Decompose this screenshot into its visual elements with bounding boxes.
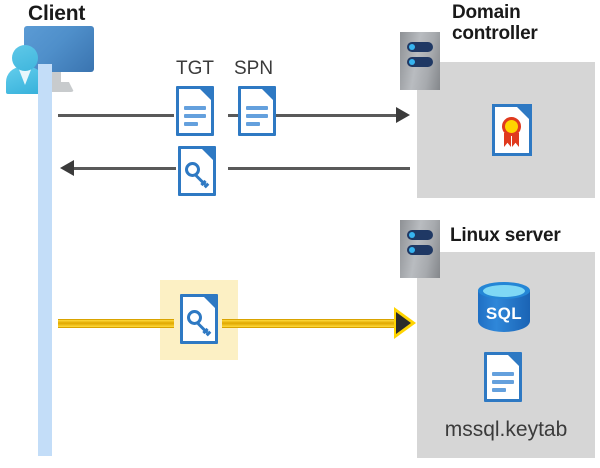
domain-controller-server-icon (400, 32, 440, 90)
server-led-top (407, 230, 433, 240)
key-glyph (185, 162, 210, 189)
certificate-document-icon (492, 104, 532, 156)
response-line-left-segment (74, 167, 176, 170)
database-cylinder-top (478, 282, 530, 299)
keytab-document-icon (484, 352, 522, 402)
database-cylinder-top-inner (483, 285, 525, 297)
linux-server-title: Linux server (450, 225, 561, 246)
certificate-ribbon-left (504, 133, 511, 147)
client-title: Client (28, 2, 86, 25)
service-ticket-document-icon (178, 146, 216, 196)
client-workstation-icon (6, 26, 94, 94)
keytab-document-lines (492, 372, 514, 396)
request-line-right-segment (228, 114, 398, 117)
request-line-left-segment (58, 114, 174, 117)
monitor-neck (50, 72, 61, 83)
linux-server-icon (400, 220, 440, 278)
request-arrowhead (396, 107, 410, 123)
sql-database-icon: SQL (478, 282, 530, 338)
certificate-seal (502, 117, 521, 136)
spn-document-lines (246, 106, 268, 130)
authenticate-line-left-segment (58, 319, 174, 328)
server-led-bottom (407, 57, 433, 67)
sql-label: SQL (485, 304, 523, 323)
key-glyph (187, 310, 212, 337)
domain-controller-title-line2: controller (452, 23, 538, 45)
key-document-icon (180, 294, 218, 344)
tgt-document-icon (176, 86, 214, 136)
domain-controller-title: Domain controller (452, 2, 538, 45)
spn-label: SPN (234, 58, 274, 79)
authenticate-arrowhead-inner (396, 312, 411, 334)
server-led-top (407, 42, 433, 52)
spn-document-icon (238, 86, 276, 136)
monitor-base (38, 82, 74, 92)
person-head (12, 45, 38, 71)
tgt-document-lines (184, 106, 206, 130)
tgt-label: TGT (176, 58, 214, 79)
domain-controller-title-line1: Domain (452, 2, 521, 23)
certificate-ribbon-right (512, 133, 519, 147)
client-lifeline (38, 64, 52, 456)
response-arrowhead (60, 160, 74, 176)
server-led-bottom (407, 245, 433, 255)
authenticate-line-right-segment (222, 319, 398, 328)
keytab-filename-label: mssql.keytab (444, 418, 568, 441)
response-line-right-segment (228, 167, 410, 170)
